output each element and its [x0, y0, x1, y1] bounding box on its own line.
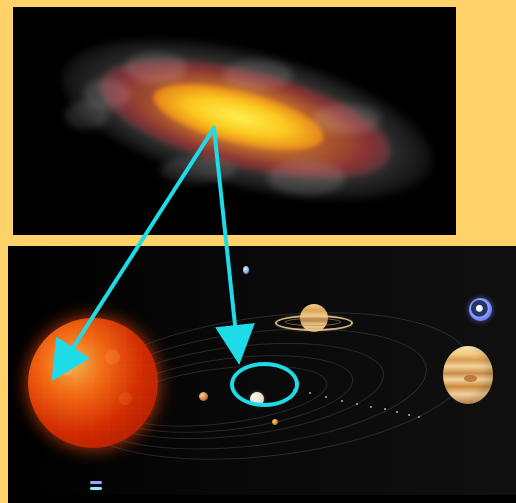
sun-surface-grid [28, 318, 158, 448]
cloud-puff [160, 157, 236, 183]
star-dust [384, 408, 386, 410]
cloud-puff [223, 60, 293, 90]
star-dust [370, 406, 372, 408]
jupiter-spot [464, 375, 477, 382]
top-image-panel [13, 7, 456, 235]
cloud-puff [65, 101, 109, 129]
saturn-ring [275, 315, 353, 331]
mars-planet [272, 419, 278, 425]
highlight-circle [230, 362, 299, 407]
star-dust [408, 414, 410, 416]
star-dust [396, 411, 398, 413]
star-dust [418, 416, 420, 418]
menu-icon[interactable] [90, 479, 102, 493]
star-dust [309, 392, 311, 394]
bottom-image-panel [8, 246, 516, 495]
menu-icon-bar-bottom [90, 487, 102, 490]
uranus-planet [469, 298, 492, 321]
star-dust [325, 396, 327, 398]
cloud-puff [313, 104, 381, 134]
star-dust [341, 400, 343, 402]
saturn-ring-inner [285, 318, 341, 326]
cloud-puff [83, 79, 131, 109]
small-planet [243, 266, 249, 274]
bottom-black-strip [8, 495, 516, 503]
cloud-puff [125, 52, 187, 84]
cloud-puff [267, 161, 345, 195]
mercury-planet [199, 392, 208, 401]
star-dust [356, 403, 358, 405]
menu-icon-bar-top [90, 481, 102, 484]
sun [28, 318, 158, 448]
